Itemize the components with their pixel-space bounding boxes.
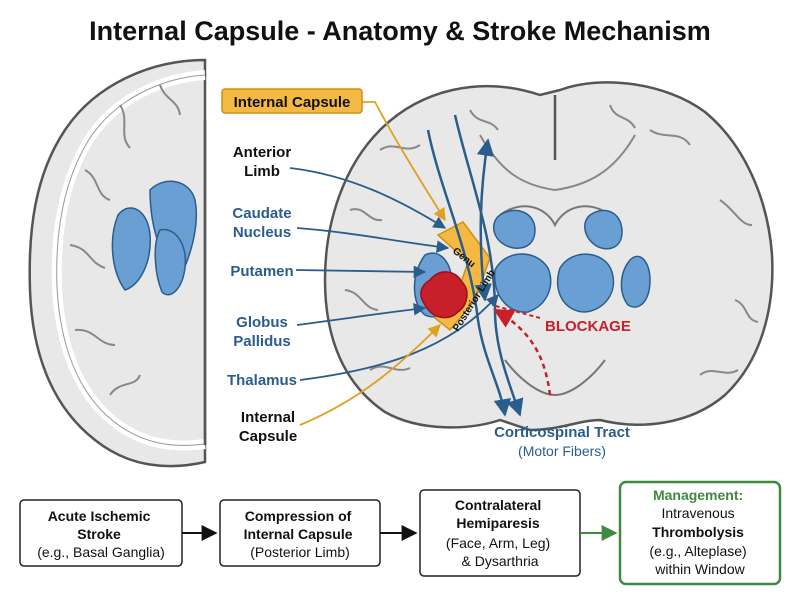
leader-anterior-limb xyxy=(289,167,447,229)
label-caudate-1: Caudate xyxy=(232,205,291,222)
label-blockage: BLOCKAGE xyxy=(545,318,631,335)
leader-internal-capsule-bottom xyxy=(299,324,441,426)
internal-capsule-top-bg xyxy=(221,88,363,114)
label-internal-capsule-top: Internal Capsule xyxy=(234,94,351,111)
flow-box-hemiparesis-text: Contralateral Hemiparesis (Face, Arm, Le… xyxy=(446,497,554,569)
label-putamen: Putamen xyxy=(230,263,293,280)
flow-box-stroke-text: Acute Ischemic Stroke (e.g., Basal Gangl… xyxy=(37,508,165,560)
label-globus-2: Pallidus xyxy=(233,333,291,350)
lesion-blockage xyxy=(420,271,468,319)
leader-thalamus xyxy=(299,294,499,381)
label-motor-fibers: (Motor Fibers) xyxy=(518,443,606,459)
flow-chain: Acute Ischemic Stroke (e.g., Basal Gangl… xyxy=(19,480,782,586)
blockage-arrow xyxy=(493,308,552,396)
label-anterior-limb-2: Limb xyxy=(244,163,280,180)
label-anterior-limb-1: Anterior xyxy=(233,144,292,161)
leader-internal-capsule-top xyxy=(362,101,446,222)
leader-putamen xyxy=(295,265,427,279)
label-thalamus: Thalamus xyxy=(227,372,297,389)
label-caudate-2: Nucleus xyxy=(233,224,291,241)
label-internal-capsule-bottom-2: Capsule xyxy=(239,428,297,445)
leader-caudate xyxy=(296,227,450,253)
label-internal-capsule-bottom-1: Internal xyxy=(241,409,295,426)
page-title: Internal Capsule - Anatomy & Stroke Mech… xyxy=(89,16,711,46)
leader-globus-pallidus xyxy=(296,303,427,326)
flow-box-management-text: Management: Intravenous Thrombolysis (e.… xyxy=(649,487,750,577)
flow-box-compression-text: Compression of Internal Capsule (Posteri… xyxy=(244,508,357,560)
flow-box-management xyxy=(618,480,782,586)
label-globus-1: Globus xyxy=(236,314,288,331)
left-brain-section xyxy=(28,58,207,468)
label-corticospinal-tract: Corticospinal Tract xyxy=(494,424,630,441)
